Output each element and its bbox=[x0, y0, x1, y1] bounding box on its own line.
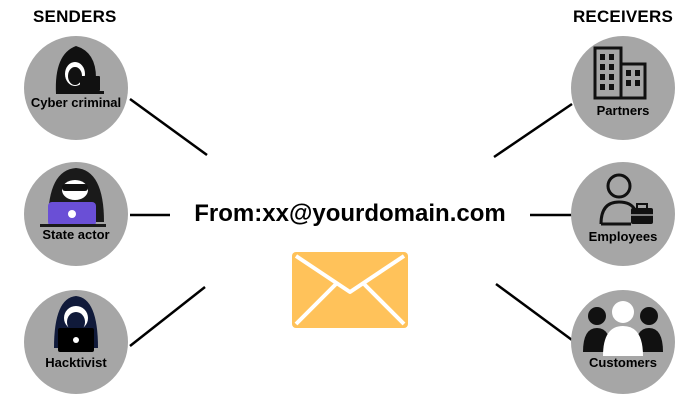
masked-hacker-sunglasses-icon bbox=[40, 168, 106, 227]
hooded-hacker-laptop-icon bbox=[55, 46, 104, 94]
sender-node-cyber-criminal: Cyber criminal bbox=[24, 36, 128, 140]
sender-label: Cyber criminal bbox=[30, 95, 122, 110]
sender-label: State actor bbox=[42, 227, 110, 242]
people-group-icon bbox=[583, 301, 663, 356]
connector-line bbox=[493, 102, 573, 159]
sender-node-state-actor: State actor bbox=[24, 162, 128, 266]
receiver-label: Partners bbox=[596, 103, 650, 118]
connector-line bbox=[129, 286, 206, 347]
receiver-label: Employees bbox=[588, 229, 658, 244]
senders-heading: SENDERS bbox=[33, 7, 117, 26]
connector-line bbox=[129, 97, 208, 157]
from-address-text: From:xx@yourdomain.com bbox=[194, 200, 506, 227]
office-buildings-icon bbox=[593, 46, 647, 100]
receivers-heading: RECEIVERS bbox=[572, 7, 673, 26]
sender-node-hacktivist: Hacktivist bbox=[24, 290, 128, 394]
person-briefcase-icon bbox=[599, 173, 653, 226]
receiver-node-partners: Partners bbox=[571, 36, 675, 140]
sender-label: Hacktivist bbox=[45, 355, 107, 370]
receiver-node-employees: Employees bbox=[571, 162, 675, 266]
connector-line bbox=[495, 282, 573, 342]
envelope-icon bbox=[292, 252, 408, 328]
hooded-hacktivist-laptop-icon bbox=[54, 296, 98, 352]
receiver-label: Customers bbox=[589, 355, 657, 370]
receiver-node-customers: Customers bbox=[571, 290, 675, 394]
